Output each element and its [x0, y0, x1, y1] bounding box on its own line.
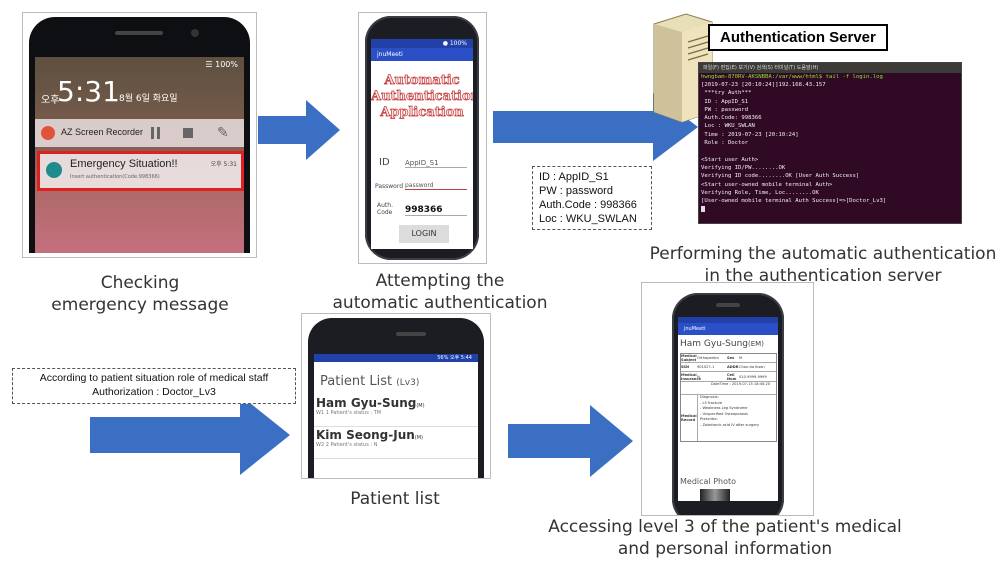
terminal-line: ID : AppID_S1 [701, 98, 749, 105]
authcode-field[interactable]: 998366 [405, 205, 467, 216]
patient-name-2: Kim Seong-Jun(M) [316, 428, 424, 442]
phone-auth-frame: ● 100% jnuMeeti Automatic Authentication… [358, 12, 487, 264]
phone3-battery: 56% [437, 355, 449, 361]
patient-name-1: Ham Gyu-Sung(M) [316, 396, 425, 410]
credential-loc: Loc : WKU_SWLAN [539, 213, 637, 225]
credentials-box: ID : AppID_S1 PW : password Auth.Code : … [532, 166, 652, 230]
edit-icon[interactable]: ✎ [217, 125, 229, 141]
phone4-camera [716, 303, 740, 307]
phone-emergency-frame: ☰ 100% 오후 5:31 8월 6일 화요일 AZ Screen Recor… [22, 12, 257, 258]
clock-ampm: 오후 [41, 95, 60, 106]
medical-record-line: - Unspecified Osteoporosis [700, 411, 748, 416]
caption-attempting: Attempting the automatic authentication [332, 271, 548, 313]
login-button[interactable]: LOGIN [399, 225, 449, 243]
az-recorder-icon [41, 126, 55, 140]
recorder-label: AZ Screen Recorder [61, 127, 144, 137]
terminal-menu[interactable]: 파일(F) 편집(E) 보기(V) 검색(S) 터미널(T) 도움말(H) [699, 63, 961, 73]
arrow-right-1 [258, 100, 340, 160]
arrow-right-4 [508, 405, 633, 477]
terminal-line: <Start user Auth> [701, 156, 759, 163]
terminal-prompt: hwngbam-870RV-AKSNBBA:/var/www/html$ tai… [701, 74, 883, 80]
terminal-line: Role : Doctor [701, 140, 749, 147]
patient-list-title: Patient List (Lv3) [320, 374, 420, 389]
notification-body: Insert authentication(Code:998366) [70, 174, 160, 180]
terminal-cursor [701, 206, 705, 213]
app-notification-icon [46, 162, 62, 178]
status-icons: ☰ 100% [205, 60, 238, 69]
terminal-line: <Start user-owned mobile terminal Auth> [701, 181, 833, 188]
emergency-notification[interactable]: Emergency Situation!! 오후 5:31 Insert aut… [37, 151, 244, 191]
lock-screen: ☰ 100% 오후 5:31 8월 6일 화요일 AZ Screen Recor… [35, 57, 244, 253]
phone3-time: 오후 5:44 [449, 355, 472, 361]
phone1-battery: 100% [215, 60, 238, 69]
terminal-line: ***try Auth*** [701, 90, 752, 97]
phone3-camera [396, 332, 426, 336]
terminal-window: 파일(F) 편집(E) 보기(V) 검색(S) 터미널(T) 도움말(H) hw… [698, 62, 962, 224]
pause-icon[interactable] [151, 127, 160, 139]
terminal-line: PW : password [701, 106, 749, 113]
credential-id: ID : AppID_S1 [539, 171, 609, 183]
speaker-grille [115, 31, 163, 35]
authcode-label: Auth. Code [377, 202, 393, 216]
server-icon [653, 13, 713, 123]
caption-accessing: Accessing level 3 of the patient's medic… [548, 517, 902, 559]
stop-icon[interactable] [183, 128, 193, 138]
terminal-line: Verifying Role, Time, Loc........OK [701, 189, 819, 196]
credential-code: Auth.Code : 998366 [539, 199, 637, 211]
terminal-line [701, 147, 961, 155]
patient-list-screen: 56% 오후 5:44 Patient List (Lv3) Ham Gyu-S… [314, 354, 478, 478]
terminal-line: [2019-07-23 [20:10:24]]192.168.43.157 [701, 82, 826, 88]
medical-photo-label: Medical Photo [680, 477, 737, 486]
medical-patient-name: Ham Gyu-Sung(EM) [680, 339, 764, 349]
credential-pw: PW : password [539, 185, 613, 197]
medical-record-line: Prescribe: [700, 417, 718, 421]
terminal-line: Loc : WKU_SWLAN [701, 123, 755, 130]
medical-record-line: Diagnosis: [700, 395, 719, 399]
terminal-line: Verifying ID code........OK [User Auth S… [701, 173, 860, 180]
patient-status-1: W1 1 Patient's status : TM [316, 410, 382, 416]
terminal-line: [User-owned mobile terminal Auth Success… [701, 198, 887, 205]
id-label: ID [379, 157, 390, 168]
patient-row-2[interactable]: Kim Seong-Jun(M) W2 2 Patient's status :… [314, 428, 478, 459]
medical-record-line: - Zoledronic acid IV after surgery [700, 422, 760, 427]
auth-app-title: Automatic Authentication Application [371, 73, 473, 121]
wifi-icon: ☰ [205, 60, 213, 69]
notification-title: Emergency Situation!! [70, 158, 178, 170]
phone-medical-info-frame: jnuMeeti Ham Gyu-Sung(EM) Medical Subjec… [641, 282, 814, 516]
medical-record-line: - Weakness Leg Syndrome [700, 406, 748, 410]
front-camera [191, 29, 199, 37]
medical-info-screen: jnuMeeti Ham Gyu-Sung(EM) Medical Subjec… [678, 317, 778, 501]
password-field[interactable]: password [405, 182, 467, 190]
authorization-box: According to patient situation role of m… [12, 368, 296, 404]
terminal-line: Auth.Code: 998366 [701, 115, 762, 122]
phone-patient-list-frame: 56% 오후 5:44 Patient List (Lv3) Ham Gyu-S… [301, 313, 491, 479]
medical-photo [700, 489, 730, 501]
caption-performing: Performing the automatic authentication … [649, 244, 997, 286]
arrow-right-3 [90, 395, 290, 475]
auth-app-bar: jnuMeeti [371, 48, 473, 61]
server-label: Authentication Server [708, 24, 888, 51]
clock-time: 5:31 [57, 75, 120, 108]
medical-app-bar: jnuMeeti [678, 323, 778, 335]
notification-time: 오후 5:31 [210, 161, 237, 168]
patient-status-2: W2 2 Patient's status : N [316, 442, 378, 448]
recorder-notification[interactable]: AZ Screen Recorder ✎ [35, 119, 244, 147]
password-label: Password [375, 183, 404, 190]
terminal-output: [2019-07-23 [20:10:24]]192.168.43.157 **… [699, 81, 961, 213]
medical-info-table: Medical Subject Orthopedics Sex M SSN 90… [680, 353, 777, 442]
id-field[interactable]: AppID_S1 [405, 159, 467, 168]
medical-record-line: - L5 fracture [700, 400, 723, 405]
terminal-line: Verifying ID/PW........OK [701, 164, 786, 171]
caption-patient-list: Patient list [350, 489, 440, 509]
terminal-line: Time : 2019-07-23 [20:10:24] [701, 131, 799, 138]
clock-date: 8월 6일 화요일 [119, 94, 178, 104]
caption-checking: Checking emergency message [51, 273, 229, 315]
arrow-right-2 [493, 93, 698, 161]
auth-app-screen: ● 100% jnuMeeti Automatic Authentication… [371, 39, 473, 249]
patient-row-1[interactable]: Ham Gyu-Sung(M) W1 1 Patient's status : … [314, 396, 478, 427]
